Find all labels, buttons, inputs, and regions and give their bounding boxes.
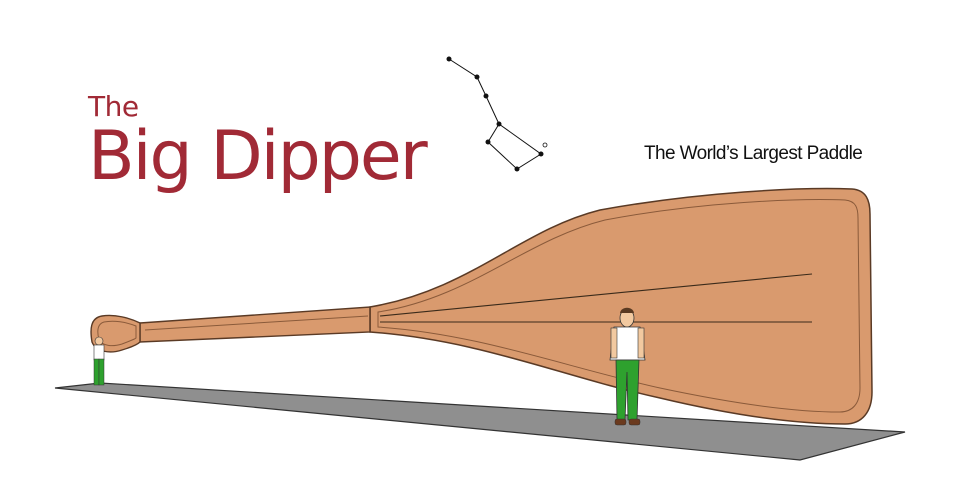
paddle-ridge-upper bbox=[379, 273, 813, 317]
person-large bbox=[609, 307, 646, 426]
paddle-blade bbox=[369, 187, 873, 425]
subtitle: The World’s Largest Paddle bbox=[644, 143, 863, 164]
paddle-shaft bbox=[139, 306, 371, 343]
paddle-blade-bevel bbox=[377, 199, 861, 413]
platform bbox=[54, 382, 906, 461]
title-big-dipper: Big Dipper bbox=[88, 117, 428, 196]
person-small bbox=[93, 336, 105, 386]
paddle-grip bbox=[90, 314, 141, 353]
title-the: The bbox=[88, 90, 139, 123]
big-dipper-constellation-icon bbox=[446, 56, 548, 172]
paddle-shaft-line bbox=[144, 315, 369, 331]
